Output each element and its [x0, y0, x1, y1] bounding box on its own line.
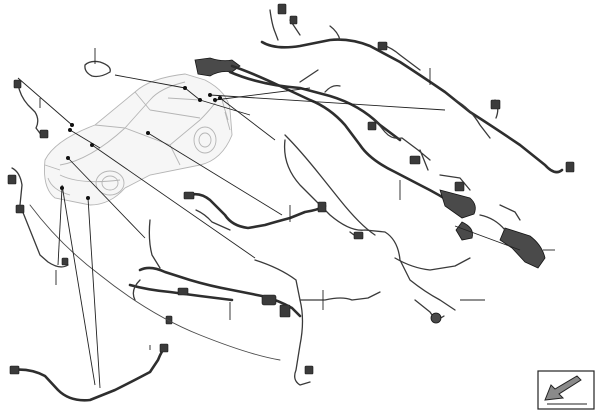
connector-plug: [277, 3, 287, 15]
rear-harness: [138, 266, 302, 318]
main-harness-branch-a: [269, 9, 341, 41]
door-harness: [188, 192, 327, 230]
floor-harness: [283, 139, 456, 311]
leader-lines: [17, 48, 555, 389]
arrow-down-left-icon[interactable]: [537, 370, 595, 410]
grommet-top: [194, 57, 241, 77]
harness-group: [7, 3, 575, 402]
sensor-loop: [84, 60, 111, 78]
main-harness-upper: [260, 38, 564, 174]
front-left-harness: [17, 83, 43, 137]
vehicle-outline: [44, 73, 233, 206]
bottom-hose: [10, 344, 168, 402]
